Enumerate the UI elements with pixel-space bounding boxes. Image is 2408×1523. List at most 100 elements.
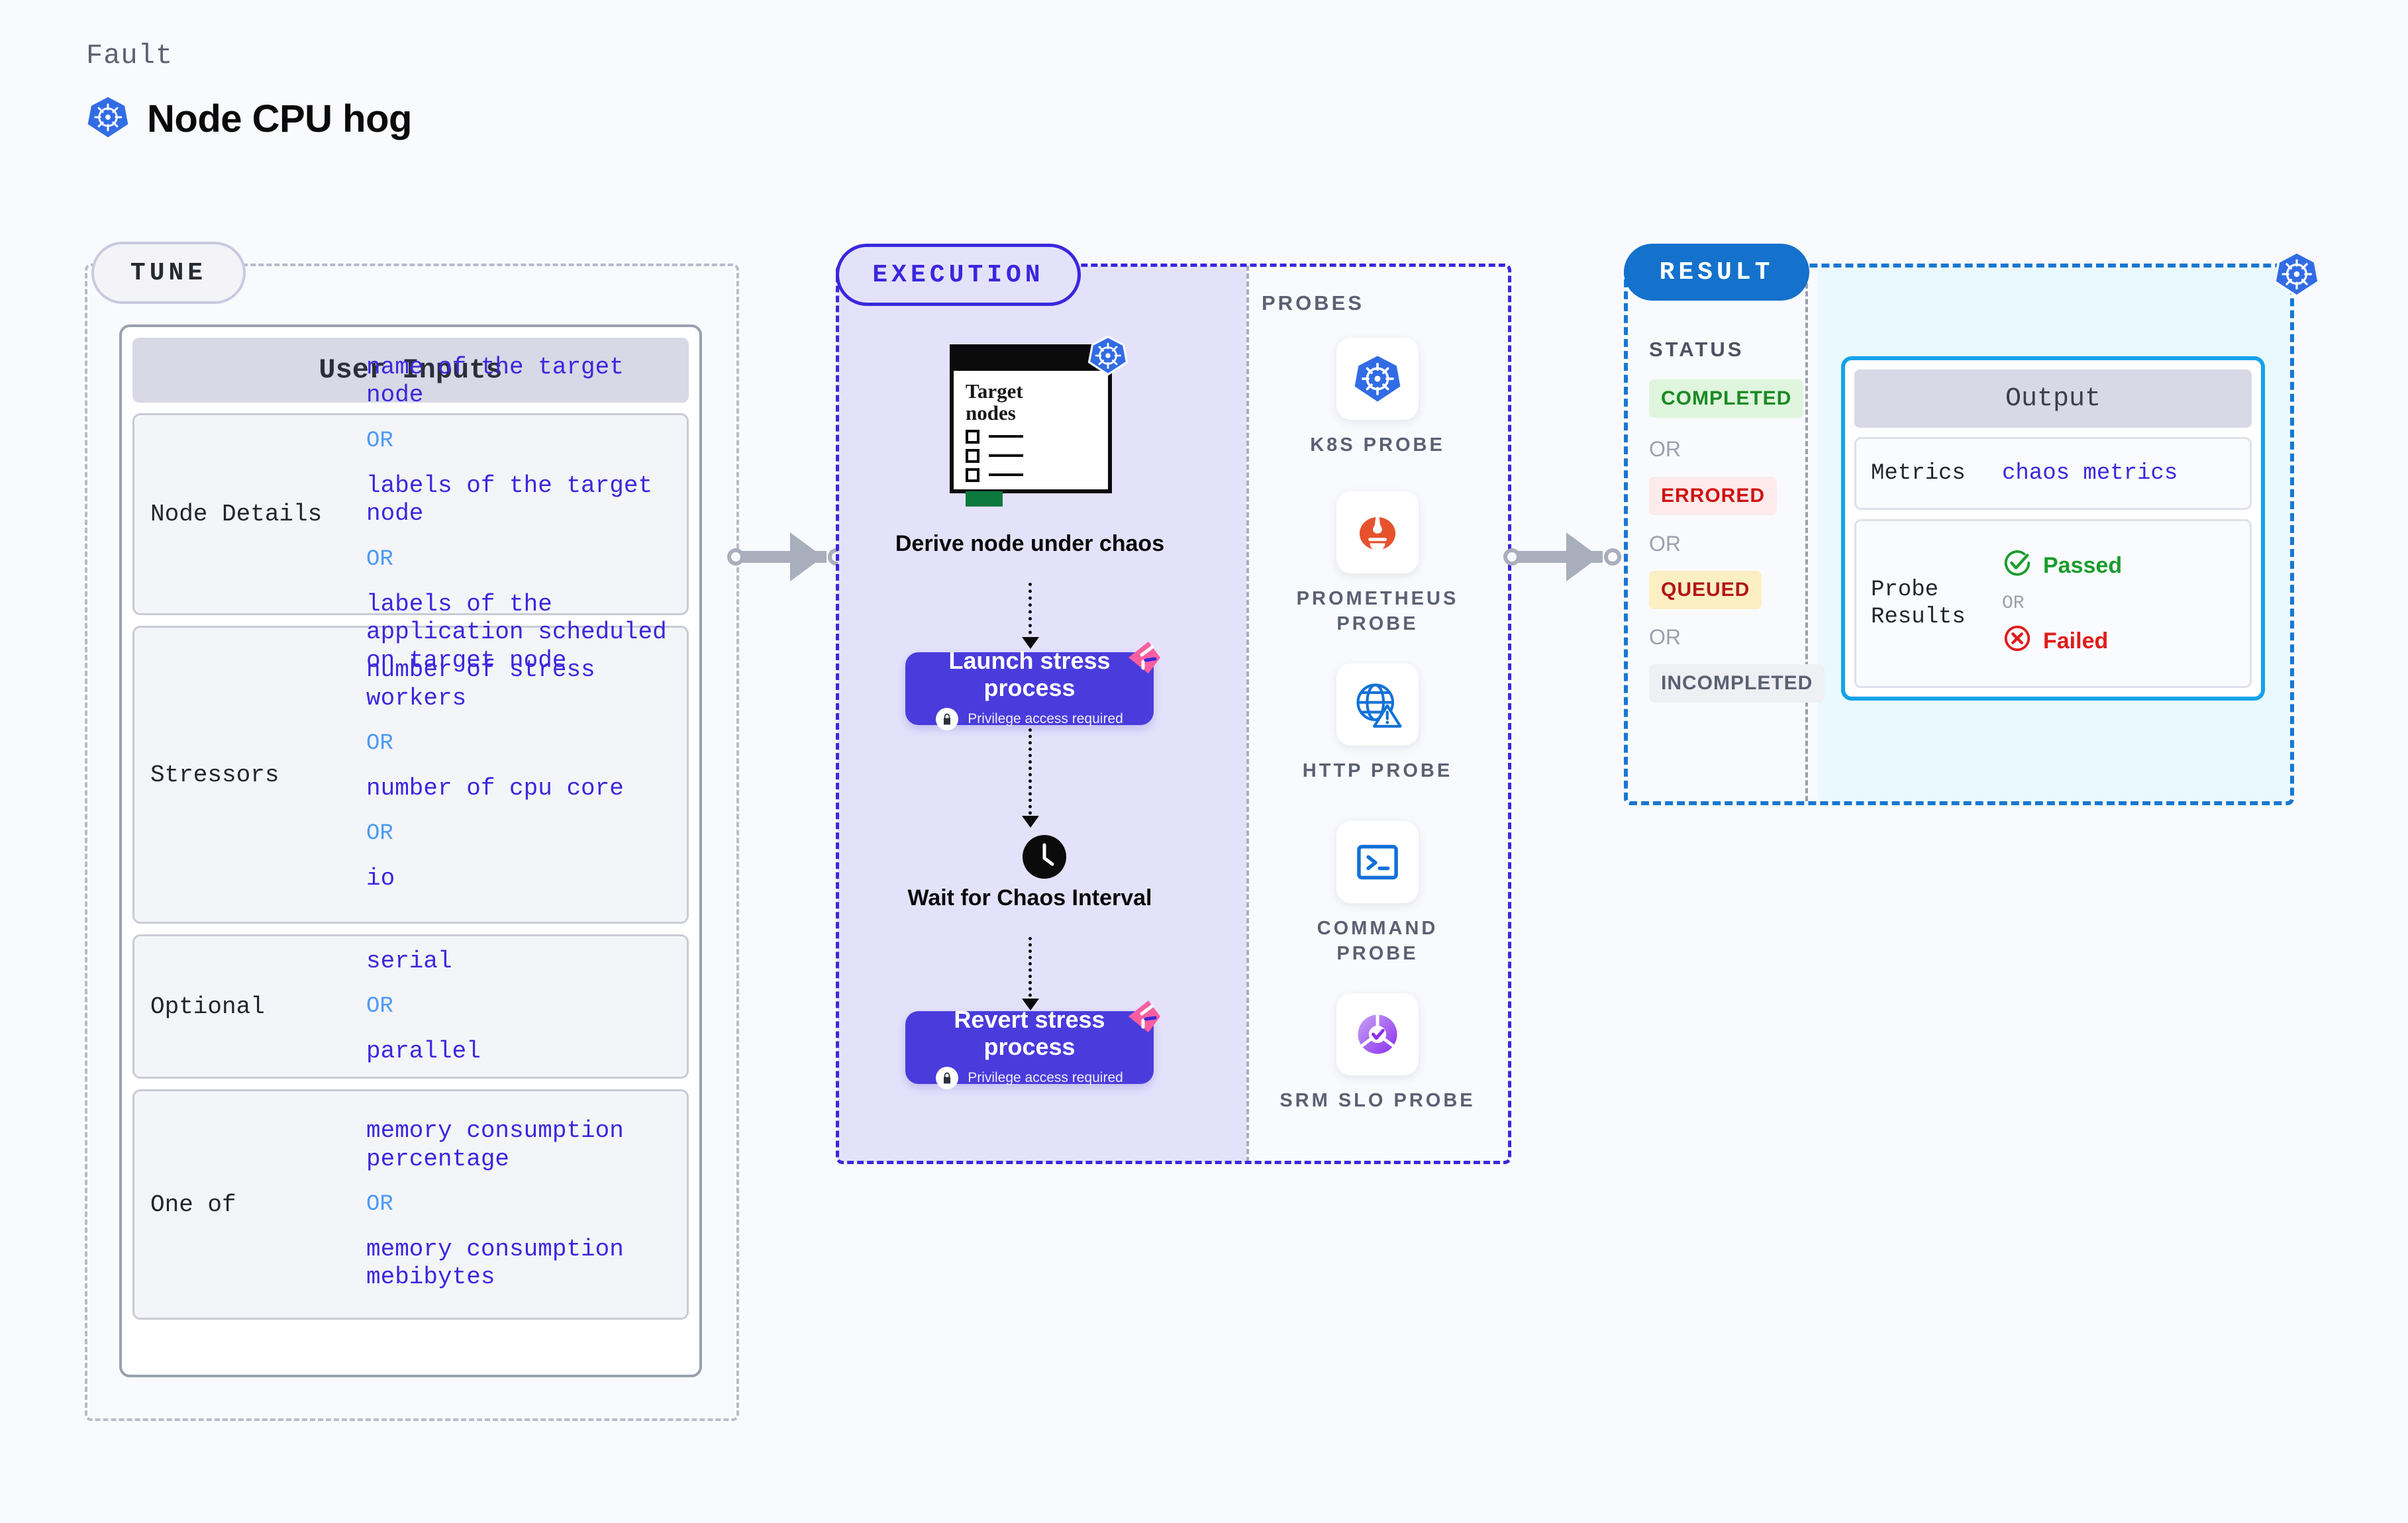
status-badge-completed: COMPLETED <box>1649 379 1804 418</box>
page-title: Node CPU hog <box>147 97 412 140</box>
probe-pass-label: Passed <box>2043 553 2123 578</box>
kubernetes-icon <box>1336 338 1419 420</box>
flow-line <box>1028 937 1032 1003</box>
probe-item-command[interactable]: COMMAND PROBE <box>1278 821 1477 966</box>
row-value: name of the target node <box>366 353 624 409</box>
status-separator: OR <box>1649 437 1681 461</box>
status-badge-queued: QUEUED <box>1649 571 1762 609</box>
row-value: io <box>366 865 395 893</box>
globe-warning-icon <box>1336 663 1419 746</box>
tune-row-one-of: One of memory consumption percentage OR … <box>132 1089 689 1320</box>
output-title: Output <box>1854 369 2252 428</box>
probe-item-k8s[interactable]: K8S PROBE <box>1278 338 1477 458</box>
status-column-title: STATUS <box>1649 338 1744 361</box>
result-stage-pill[interactable]: RESULT <box>1624 244 1809 301</box>
row-label: Optional <box>150 993 265 1020</box>
result-region <box>1624 264 2294 805</box>
row-separator: OR <box>366 731 393 756</box>
target-card-title: Target nodes <box>966 379 1023 425</box>
row-label: Node Details <box>150 501 323 528</box>
user-inputs-card: User Inputs Node Details name of the tar… <box>119 324 702 1377</box>
slo-donut-icon <box>1336 993 1419 1075</box>
row-separator: OR <box>366 1192 393 1217</box>
row-label: One of <box>150 1191 236 1218</box>
lock-icon <box>936 708 959 731</box>
tune-row-stressors: Stressors number of stress workers OR nu… <box>132 626 689 924</box>
probe-label: K8S PROBE <box>1310 434 1445 456</box>
row-label: Metrics <box>1871 460 1966 486</box>
fault-title-row: Node CPU hog <box>86 95 412 142</box>
row-value: number of cpu core <box>366 775 624 802</box>
row-label: Stressors <box>150 761 279 789</box>
target-nodes-card: Target nodes <box>950 344 1112 507</box>
probe-item-http[interactable]: HTTP PROBE <box>1278 663 1477 784</box>
execution-probes-divider <box>1246 266 1249 1162</box>
row-label: Probe Results <box>1871 577 1966 630</box>
status-separator: OR <box>1649 532 1681 556</box>
chaos-ribbon-icon <box>1126 999 1163 1037</box>
status-badge-incompleted: INCOMPLETED <box>1649 664 1825 703</box>
kubernetes-icon <box>1087 335 1129 379</box>
privilege-note: Privilege access required <box>968 711 1123 727</box>
card-title-bar <box>954 348 1108 371</box>
tune-row-node-details: Node Details name of the target node OR … <box>132 354 689 674</box>
row-value: memory consumption mebibytes <box>366 1236 624 1291</box>
flow-line <box>1028 728 1032 821</box>
tune-region <box>85 264 739 1421</box>
check-circle-icon <box>2002 548 2032 584</box>
checkbox-icon <box>966 429 979 444</box>
probe-label: HTTP PROBE <box>1302 760 1453 781</box>
row-value: serial <box>366 947 452 975</box>
flow-arrow-icon <box>1022 637 1039 649</box>
row-separator: OR <box>366 994 393 1019</box>
status-badge-errored: ERRORED <box>1649 477 1778 515</box>
target-list-item <box>954 429 1108 444</box>
probe-result-failed: Failed <box>2002 623 2250 660</box>
checkbox-icon <box>966 448 979 463</box>
tune-stage-pill[interactable]: TUNE <box>91 242 246 304</box>
probe-result-passed: Passed <box>2002 548 2250 584</box>
step-title: Revert stress process <box>954 1005 1105 1060</box>
wait-interval-step-label: Wait for Chaos Interval <box>907 885 1152 910</box>
row-value: number of stress workers <box>366 656 595 712</box>
x-circle-icon <box>2002 623 2032 660</box>
status-output-divider <box>1805 268 1808 801</box>
flow-line <box>1028 583 1032 641</box>
prometheus-icon <box>1336 491 1419 573</box>
probes-section-title: PROBES <box>1262 291 1364 315</box>
execution-stage-pill[interactable]: EXECUTION <box>836 244 1081 306</box>
flow-arrow-icon <box>1022 816 1039 828</box>
target-list-item <box>954 448 1108 463</box>
tune-row-optional: Optional serial OR parallel <box>132 934 689 1079</box>
probe-result-separator: OR <box>2002 593 2025 614</box>
launch-stress-process-step[interactable]: Launch stress process Privilege access r… <box>905 642 1160 731</box>
probe-item-srm-slo[interactable]: SRM SLO PROBE <box>1278 993 1477 1114</box>
execution-region <box>836 264 1511 1164</box>
clock-icon <box>1021 833 1068 884</box>
target-list-item <box>954 467 1108 482</box>
probe-fail-label: Failed <box>2043 628 2109 654</box>
kubernetes-icon <box>2273 250 2321 301</box>
row-value: parallel <box>366 1038 481 1065</box>
checkbox-icon <box>966 467 979 482</box>
status-separator: OR <box>1649 625 1681 649</box>
fault-kind-label: Fault <box>86 40 174 72</box>
confirm-button-shape <box>966 491 1003 507</box>
page-header: Fault Node CPU hog <box>86 40 412 142</box>
probe-item-prometheus[interactable]: PROMETHEUS PROBE <box>1278 491 1477 636</box>
derive-node-step-label: Derive node under chaos <box>895 531 1165 556</box>
row-separator: OR <box>366 546 393 572</box>
lock-icon <box>936 1067 959 1090</box>
output-row-metrics: Metrics chaos metrics <box>1854 437 2252 510</box>
output-card: Output Metrics chaos metrics Probe Resul… <box>1841 356 2265 701</box>
metrics-value: chaos metrics <box>2002 461 2178 486</box>
flow-arrow-icon <box>1022 999 1039 1010</box>
terminal-icon <box>1336 821 1419 903</box>
revert-stress-process-step[interactable]: Revert stress process Privilege access r… <box>905 1001 1160 1090</box>
user-inputs-title: User Inputs <box>132 338 689 403</box>
row-value: memory consumption percentage <box>366 1117 624 1173</box>
row-value: labels of the application scheduled on t… <box>366 590 667 674</box>
chaos-ribbon-icon <box>1126 640 1163 678</box>
output-row-probe-results: Probe Results Passed OR <box>1854 519 2252 688</box>
row-separator: OR <box>366 821 393 847</box>
